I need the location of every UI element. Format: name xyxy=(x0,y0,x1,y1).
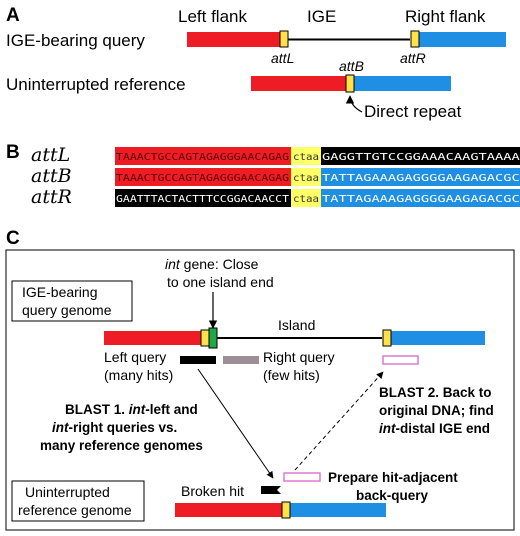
blast1-l1a: BLAST 1. xyxy=(65,402,129,417)
reference-genome-att xyxy=(281,501,291,519)
blast1-l1c: -left and xyxy=(145,402,198,417)
island-label: Island xyxy=(278,317,315,333)
int-gene-block xyxy=(208,327,218,349)
right-flank-label: Right flank xyxy=(405,7,486,26)
direct-repeat-arrow xyxy=(345,95,363,113)
query-genome-right-flank xyxy=(390,331,485,345)
reference-genome-right-flank xyxy=(290,503,386,517)
right-query-line1: Right query xyxy=(263,349,335,365)
panel-c-frame xyxy=(5,249,515,531)
int-gene-label-line1: int gene: Close xyxy=(165,256,259,272)
seq-core-segment-bg xyxy=(291,147,321,165)
attl-site xyxy=(279,30,289,48)
prepare-line1: Prepare hit-adjacent xyxy=(328,470,458,485)
blast1-l2a: int xyxy=(52,420,69,435)
seq-left-segment-bg xyxy=(115,168,291,186)
blast2-arrow xyxy=(294,371,384,471)
reference-left-flank-bar xyxy=(251,76,347,91)
broken-hit-block xyxy=(261,486,281,494)
seq-right-segment-bg xyxy=(321,189,520,207)
right-query-line2: (few hits) xyxy=(263,367,320,383)
query-att-left xyxy=(200,329,210,347)
blast1-line1: BLAST 1. int-left and xyxy=(65,402,198,417)
left-query-line1: Left query xyxy=(104,349,166,365)
back-hit-block xyxy=(382,355,419,365)
attb-label: attB xyxy=(339,58,364,74)
broken-hit-label: Broken hit xyxy=(181,483,244,499)
query-att-right xyxy=(382,329,392,347)
query-genome-left-flank xyxy=(104,331,202,345)
reference-genome-box xyxy=(11,480,145,522)
query-row-label: IGE-bearing query xyxy=(6,31,145,50)
attl-label: attL xyxy=(271,50,294,66)
ige-label: IGE xyxy=(307,7,336,26)
int-gene-desc: gene: Close xyxy=(180,256,259,272)
attr-site xyxy=(410,30,420,48)
query-genome-line2: query genome xyxy=(22,302,112,318)
blast1-l1b: int xyxy=(129,402,146,417)
seq-core-text: ctaa xyxy=(293,152,319,163)
direct-repeat-label: Direct repeat xyxy=(364,102,462,121)
query-genome-line1: IGE-bearing xyxy=(22,284,97,300)
reference-genome-line1: Uninterrupted xyxy=(25,484,110,500)
prepare-line2: back-query xyxy=(356,488,429,503)
att-row-name: attB xyxy=(31,165,72,187)
left-query-block xyxy=(180,356,216,364)
att-row-name: attR xyxy=(31,186,72,208)
seq-left-segment-bg xyxy=(115,147,291,165)
seq-core-text: ctaa xyxy=(293,173,319,184)
query-genome-box xyxy=(11,280,133,322)
blast2-line3: int-distal IGE end xyxy=(379,421,490,436)
seq-left-segment-bg xyxy=(115,189,291,207)
blast1-arrow xyxy=(197,368,274,479)
int-gene-name: int xyxy=(165,256,181,272)
seq-right-segment-bg xyxy=(321,168,520,186)
seq-right-text: TATTAGAAAGAGGGGAAGAGACGCA xyxy=(322,194,520,205)
blast2-l3a: int xyxy=(379,421,396,436)
blast1-line2: int-right queries vs. xyxy=(52,420,177,435)
left-flank-label: Left flank xyxy=(178,7,247,26)
blast1-line3: many reference genomes xyxy=(40,438,203,453)
panel-c-label: C xyxy=(6,228,20,249)
seq-right-text: TATTAGAAAGAGGGGAAGAGACGCA xyxy=(322,173,520,184)
att-row-name: attL xyxy=(31,144,70,166)
int-gene-label-line2: to one island end xyxy=(167,274,274,290)
panel-b-label: B xyxy=(6,142,20,163)
left-query-line2: (many hits) xyxy=(104,367,173,383)
attb-site xyxy=(345,74,355,93)
query-left-flank-bar xyxy=(187,32,283,47)
seq-core-segment-bg xyxy=(291,168,321,186)
seq-core-text: ctaa xyxy=(293,194,319,205)
reference-row-label: Uninterrupted reference xyxy=(6,75,186,94)
seq-left-text: TAAACTGCCAGTAGAGGGAACAGAG xyxy=(116,152,289,163)
blast2-line1: BLAST 2. Back to xyxy=(379,385,492,400)
seq-left-text: TAAACTGCCAGTAGAGGGAACAGAG xyxy=(116,173,289,184)
seq-right-text: GAGGTTGTCCGGAAACAAGTAAAAG xyxy=(322,152,520,163)
seq-core-segment-bg xyxy=(291,189,321,207)
seq-left-text: GAATTTACTACTTTCCGGACAACCT xyxy=(116,194,289,205)
seq-right-segment-bg xyxy=(321,147,520,165)
query-right-flank-bar xyxy=(418,32,506,47)
blast2-l3b: -distal IGE end xyxy=(396,421,491,436)
blast2-line2: original DNA; find xyxy=(379,403,494,418)
blast1-l2b: -right queries vs. xyxy=(69,420,178,435)
panel-a-label: A xyxy=(6,5,20,26)
reference-genome-left-flank xyxy=(175,503,283,517)
reference-genome-line2: reference genome xyxy=(18,502,132,518)
reference-right-flank-bar xyxy=(353,76,451,91)
back-query-block xyxy=(283,472,321,482)
right-query-block xyxy=(223,356,259,364)
attr-label: attR xyxy=(400,50,426,66)
